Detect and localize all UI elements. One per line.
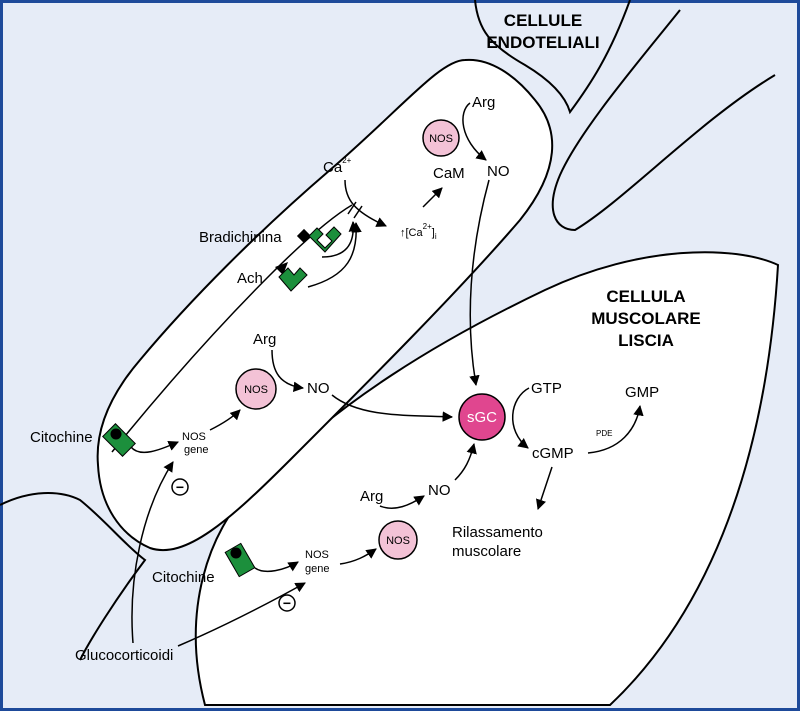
glucocorticoids-label: Glucocorticoidi [75, 647, 173, 664]
inhibition-sign-muscle: − [283, 595, 291, 611]
endothelial-cell [96, 58, 554, 552]
nos-gene-to-nos-endo-arrow [209, 409, 241, 431]
title-endothelial-line1: CELLULE [504, 11, 582, 30]
no-top-label: NO [487, 163, 510, 180]
cytokine-ligand-muscle [230, 547, 242, 559]
inhibition-badge-muscle [278, 594, 296, 612]
nos-gene-endo-line2: gene [184, 444, 208, 456]
inhibition-badge-endo [171, 478, 189, 496]
cytokine-receptor-endo [102, 423, 136, 457]
title-muscle-line1: CELLULA [606, 287, 685, 306]
ca-i-to-cam-arrow [422, 187, 443, 208]
cam-label: CaM [433, 165, 465, 182]
ca-channel-line-2 [353, 205, 363, 219]
nos-gene-muscle-line1: NOS [305, 549, 329, 561]
cytokines-endo-label: Citochine [30, 429, 93, 446]
nos-enzyme-muscle [378, 520, 418, 560]
glucocorticoids-to-endo-arrow [131, 461, 174, 644]
ca-i-label: ↑[Ca2+]i [400, 222, 437, 241]
nos-gene-to-nos-muscle-arrow [339, 548, 377, 565]
ach-receptor [278, 267, 308, 292]
ca-channel-line-1 [347, 201, 357, 215]
ach-signal-arrow [307, 221, 362, 288]
no-mid-label: NO [307, 380, 330, 397]
cytokine-ligand-endo [110, 428, 122, 440]
nos-enzyme-mid [235, 368, 277, 410]
nos-mid-label: NOS [244, 384, 268, 396]
sgc-enzyme [458, 393, 506, 441]
nos-muscle-label: NOS [386, 535, 410, 547]
nos-gene-endo-line1: NOS [182, 431, 206, 443]
no-muscle-label: NO [428, 482, 451, 499]
no-mid-to-sgc-arrow [331, 394, 454, 422]
no-top-to-sgc-arrow [469, 179, 490, 387]
glucocorticoids-to-muscle-arrow [177, 582, 306, 647]
relaxation-line2: muscolare [452, 543, 521, 560]
bradychinin-ligand [296, 228, 312, 244]
cgmp-to-gmp-arrow [587, 404, 644, 454]
ach-ligand [275, 262, 288, 275]
title-endothelial-line2: ENDOTELIALI [486, 33, 599, 52]
bradychinin-label: Bradichinina [199, 229, 282, 246]
title-muscle-line2: MUSCOLARE [591, 309, 701, 328]
gtp-label: GTP [531, 380, 562, 397]
pde-label: PDE [596, 429, 612, 438]
background-cell-outline-left [0, 492, 147, 661]
arg-to-no-muscle-arrow [379, 495, 425, 509]
cytokine-muscle-arrow [254, 561, 299, 573]
no-muscle-to-sgc-arrow [454, 442, 477, 481]
arg-muscle-label: Arg [360, 488, 383, 505]
endothelial-membrane-inner [111, 204, 353, 453]
nos-enzyme-top [422, 119, 460, 157]
arg-mid-label: Arg [253, 331, 276, 348]
gtp-to-cgmp-arrow [512, 387, 530, 449]
title-muscle-line3: LISCIA [618, 331, 674, 350]
gmp-label: GMP [625, 384, 659, 401]
sgc-label: sGC [467, 409, 497, 426]
arg-top-label: Arg [472, 94, 495, 111]
background-cell-outline-right [551, 9, 776, 232]
cgmp-to-relaxation-arrow [536, 466, 553, 510]
inhibition-sign-endo: − [176, 479, 184, 495]
cytokine-endo-arrow [130, 441, 179, 454]
nos-top-label: NOS [429, 133, 453, 145]
relaxation-line1: Rilassamento [452, 524, 543, 541]
background-cell-outline-top [474, 0, 631, 115]
ca-label: Ca2+ [323, 156, 352, 176]
cytokines-muscle-label: Citochine [152, 569, 215, 586]
nos-gene-muscle-line2: gene [305, 563, 329, 575]
ach-label: Ach [237, 270, 263, 287]
bradychinin-receptor [308, 226, 342, 253]
arg-to-no-top-arrow [462, 102, 487, 161]
cgmp-label: cGMP [532, 445, 574, 462]
arg-to-no-mid-arrow [271, 349, 305, 392]
